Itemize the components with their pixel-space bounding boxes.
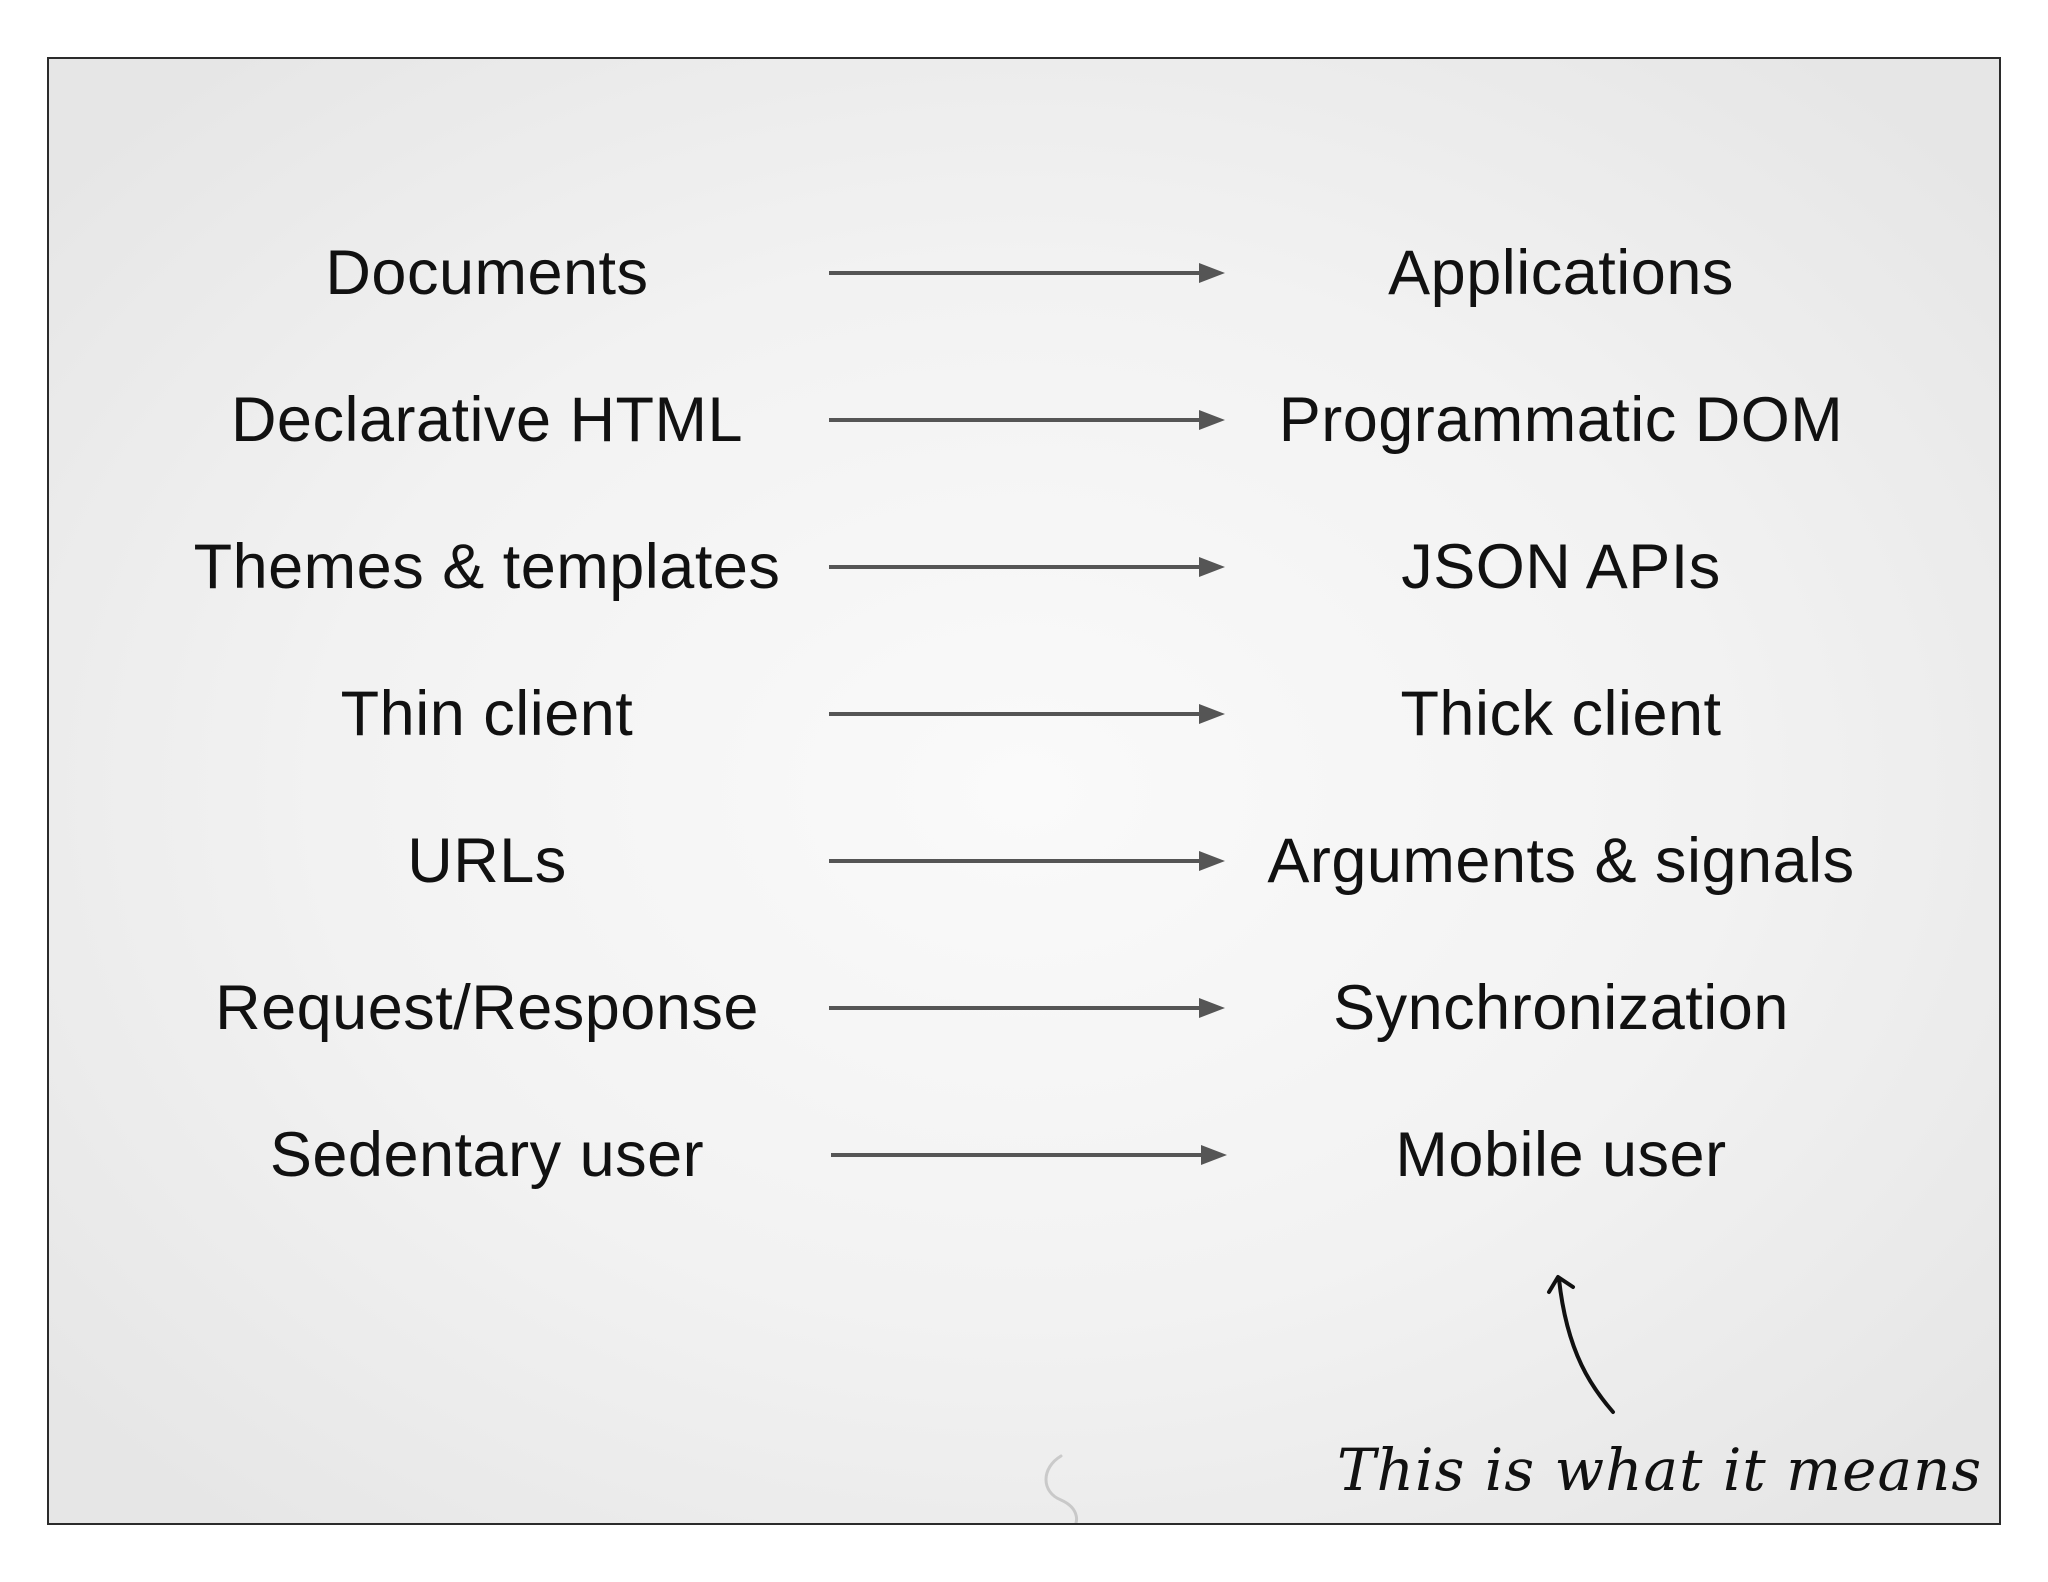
source-label: Declarative HTML bbox=[230, 385, 744, 455]
source-label: Sedentary user bbox=[269, 1120, 705, 1190]
target-label: Thick client bbox=[1400, 679, 1722, 749]
slide: Documents Applications Declarative HTML … bbox=[47, 57, 2001, 1525]
arrow-right-icon bbox=[829, 998, 1225, 1018]
arrow-right-icon bbox=[829, 410, 1225, 430]
handwritten-annotation: This is what it means bbox=[1337, 1436, 1983, 1504]
source-label: URLs bbox=[407, 826, 567, 896]
source-label: Themes & templates bbox=[193, 532, 781, 602]
curved-arrow-icon bbox=[1547, 1275, 1615, 1414]
target-label: Applications bbox=[1388, 238, 1734, 308]
swirl-logo-icon bbox=[1044, 1454, 1078, 1523]
arrow-right-icon bbox=[829, 704, 1225, 724]
arrow-right-icon bbox=[829, 263, 1225, 283]
target-label: Programmatic DOM bbox=[1278, 385, 1844, 455]
source-label: Thin client bbox=[340, 679, 634, 749]
target-label: Arguments & signals bbox=[1267, 826, 1855, 896]
target-label: Mobile user bbox=[1395, 1120, 1727, 1190]
arrow-right-icon bbox=[831, 1145, 1227, 1165]
source-label: Request/Response bbox=[215, 973, 759, 1043]
target-label: JSON APIs bbox=[1401, 532, 1721, 602]
source-label: Documents bbox=[325, 238, 649, 308]
arrow-right-icon bbox=[829, 557, 1225, 577]
arrow-right-icon bbox=[829, 851, 1225, 871]
target-label: Synchronization bbox=[1333, 973, 1789, 1043]
